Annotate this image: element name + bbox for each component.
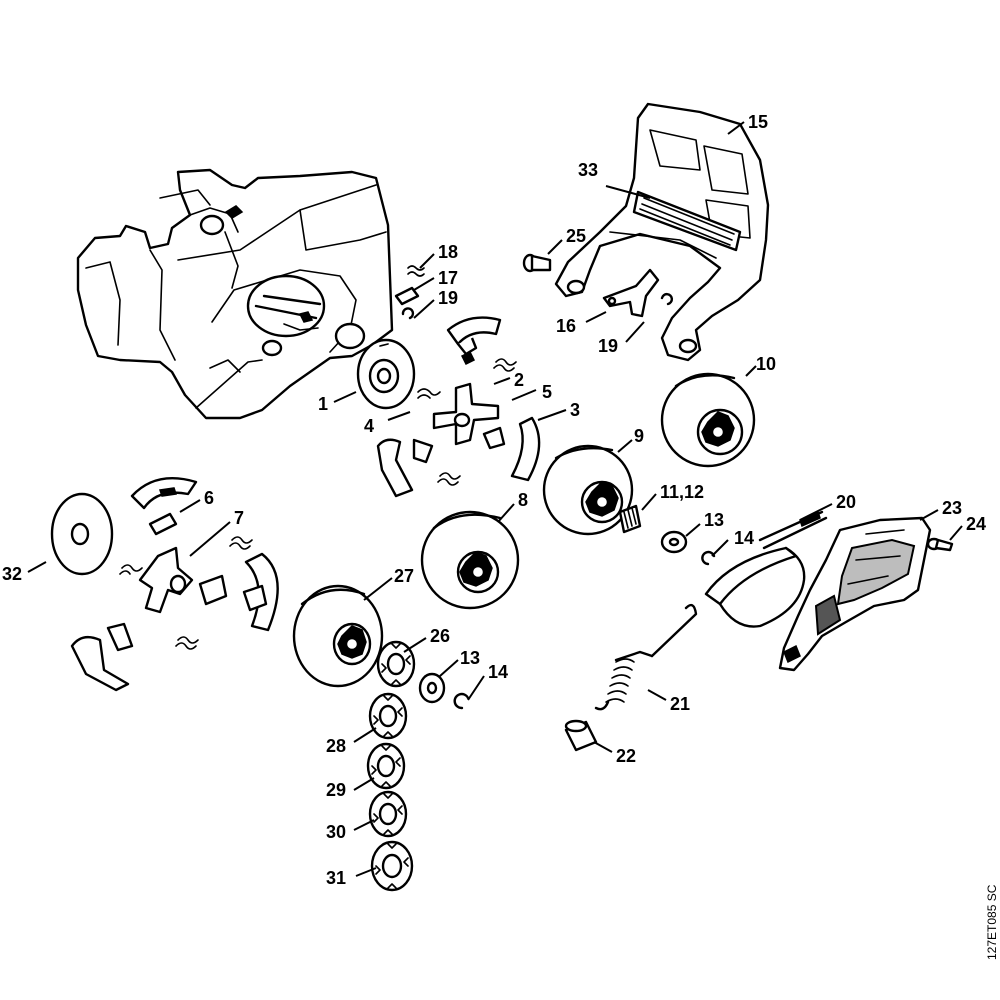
callout-5: 5 <box>542 382 552 402</box>
callout-26: 26 <box>430 626 450 646</box>
clutch-carrier-7 <box>138 546 194 614</box>
callout-9: 9 <box>634 426 644 446</box>
callout-3: 3 <box>570 400 580 420</box>
callout-14-lower: 14 <box>488 662 508 682</box>
washer-32 <box>50 492 114 576</box>
callout-21: 21 <box>670 694 690 714</box>
clutch-spring-7 <box>229 536 253 550</box>
callout-20: 20 <box>836 492 856 512</box>
spring-small-18 <box>407 265 425 277</box>
brake-lever <box>602 268 660 318</box>
circlip-19-housing <box>401 307 415 320</box>
leader-lines <box>27 121 963 877</box>
callout-24: 24 <box>966 514 986 534</box>
callout-33: 33 <box>578 160 598 180</box>
callout-15: 15 <box>748 112 768 132</box>
rim-sprocket-30 <box>368 790 408 838</box>
clutch-shoe-left <box>376 438 434 498</box>
clutch-shoe-7-left <box>70 622 134 692</box>
rim-sprocket-28 <box>368 692 408 740</box>
rim-sprocket-26 <box>376 640 416 688</box>
callout-11-12: 11,12 <box>660 482 704 502</box>
callout-23: 23 <box>942 498 962 518</box>
pin-17 <box>394 286 420 306</box>
clutch-spring-upper <box>493 358 517 372</box>
washer-13-lower <box>418 672 446 704</box>
circlip-19-guard <box>660 292 674 306</box>
circlip-14-lower <box>453 692 470 710</box>
clutch-spring-4 <box>417 388 441 399</box>
callout-7: 7 <box>234 508 244 528</box>
callout-4: 4 <box>364 416 374 436</box>
crankcase-housing <box>76 168 394 420</box>
reference-code: 127ET085 SC <box>985 884 999 960</box>
shoulder-screw <box>522 253 552 273</box>
clutch-shoe-right <box>482 416 541 482</box>
callout-2: 2 <box>514 370 524 390</box>
callout-18: 18 <box>438 242 458 262</box>
sprocket-cover <box>778 516 932 672</box>
callout-13-lower: 13 <box>460 648 480 668</box>
callout-19-housing: 19 <box>438 288 458 308</box>
needle-cage-11-12 <box>618 504 642 534</box>
tension-spring <box>594 603 698 711</box>
callout-10: 10 <box>756 354 776 374</box>
rim-sprocket-29 <box>366 742 406 790</box>
clutch-carrier <box>432 382 500 446</box>
callout-19-guard: 19 <box>598 336 618 356</box>
hand-guard <box>554 102 770 362</box>
callout-13-upper: 13 <box>704 510 724 530</box>
washer-13-upper <box>660 530 688 554</box>
circlip-14-upper <box>701 550 716 566</box>
callout-25: 25 <box>566 226 586 246</box>
callout-labels: 1 2 3 4 5 6 7 8 9 10 11,12 13 14 15 16 1… <box>2 112 986 888</box>
clutch-drum-8 <box>420 510 520 610</box>
callout-14-upper: 14 <box>734 528 754 548</box>
callout-6: 6 <box>204 488 214 508</box>
callout-17: 17 <box>438 268 458 288</box>
callout-22: 22 <box>616 746 636 766</box>
callout-31: 31 <box>326 868 346 888</box>
callout-1: 1 <box>318 394 328 414</box>
callout-8: 8 <box>518 490 528 510</box>
clutch-shoe-7-right <box>242 552 279 632</box>
callout-16: 16 <box>556 316 576 336</box>
rim-sprocket-31 <box>370 840 414 892</box>
callout-28: 28 <box>326 736 346 756</box>
screw-24 <box>926 537 954 552</box>
clutch-drum-10 <box>660 372 756 468</box>
clutch-spring-lower <box>437 472 461 486</box>
grip-pad <box>632 190 742 252</box>
clutch-shoe-upper <box>446 316 502 366</box>
pin-7b <box>198 574 228 606</box>
clutch-spring-bottom <box>175 636 199 650</box>
pin-6 <box>148 512 178 536</box>
clutch-shoe-6-upper <box>130 477 198 510</box>
clutch-drum-9 <box>542 444 634 536</box>
washer-1 <box>356 338 416 410</box>
callout-27: 27 <box>394 566 414 586</box>
brake-band <box>704 510 828 628</box>
callout-32: 32 <box>2 564 22 584</box>
sleeve <box>564 719 598 752</box>
clutch-spring-left <box>119 564 143 575</box>
clutch-drum-27 <box>292 584 384 688</box>
callout-29: 29 <box>326 780 346 800</box>
callout-30: 30 <box>326 822 346 842</box>
